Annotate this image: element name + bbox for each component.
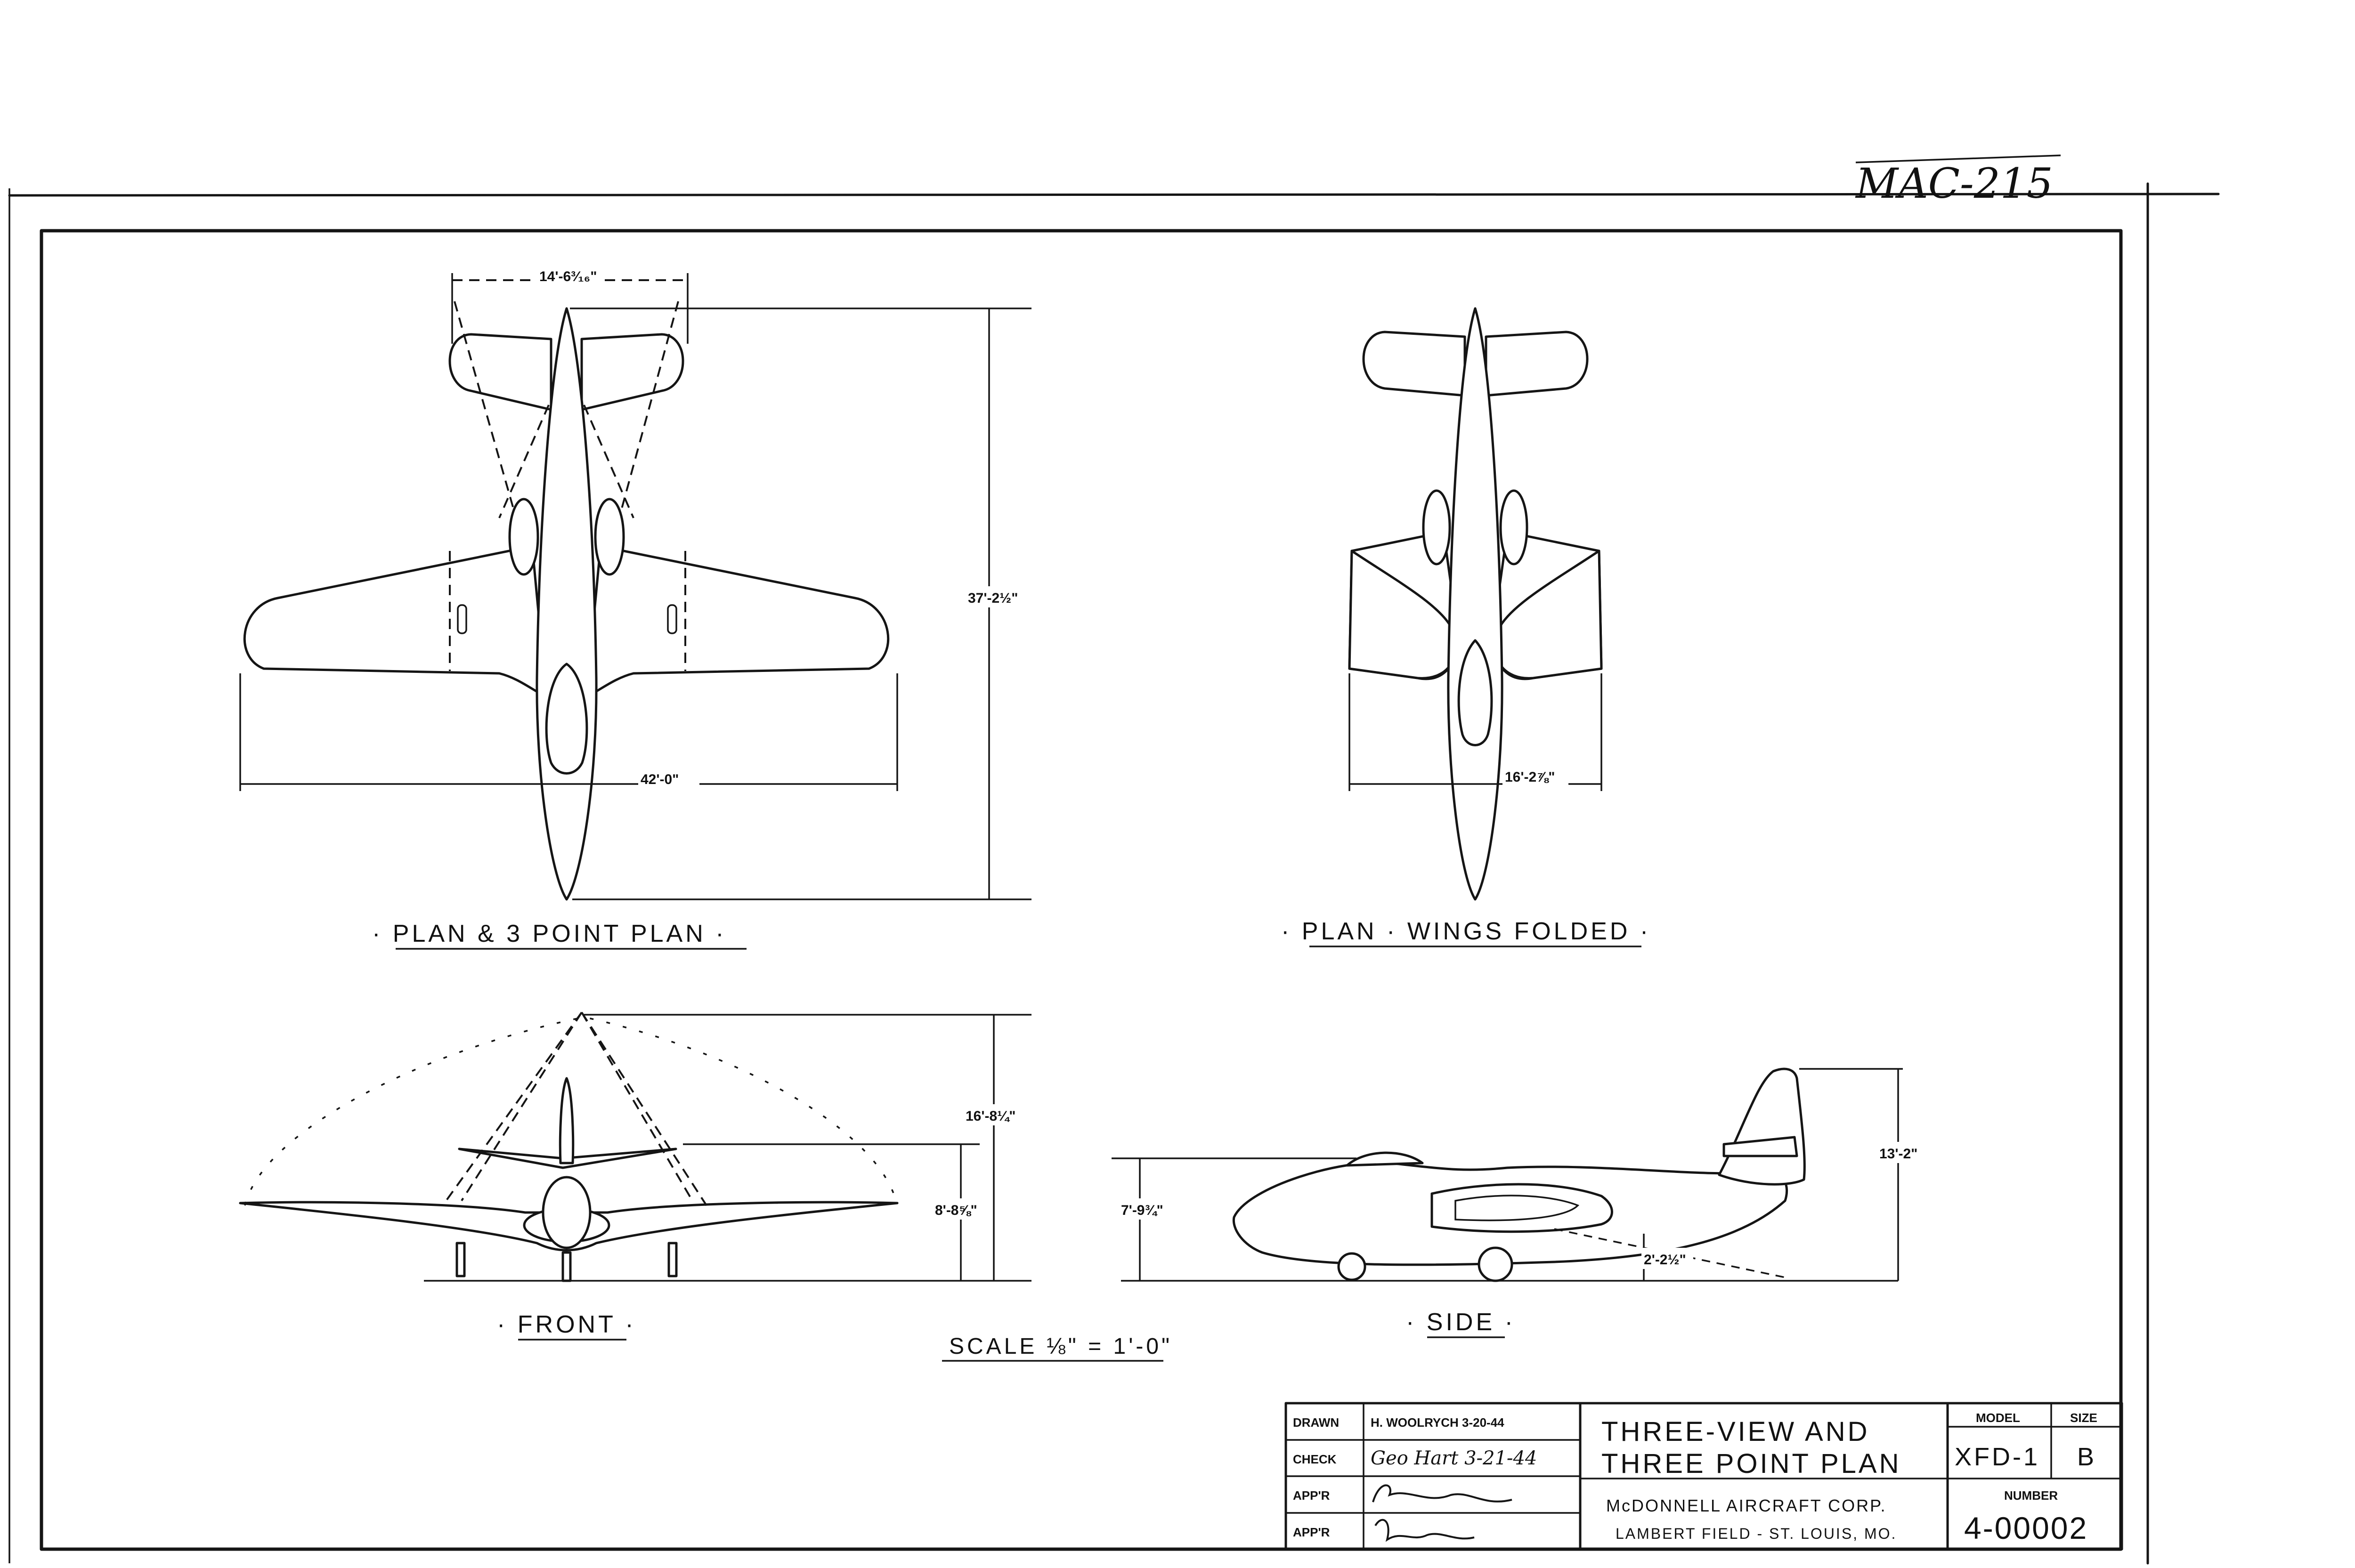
plan-view [239, 273, 1031, 901]
side-canopy [1346, 1151, 1424, 1167]
front-height-high-dim: 16'-8¼" [966, 1108, 1015, 1124]
appr2-signature [1374, 1519, 1475, 1542]
side-view-title: · SIDE · [1406, 1309, 1516, 1336]
plan-view-title: · PLAN & 3 POINT PLAN · [372, 920, 727, 947]
side-view [1112, 1067, 1903, 1282]
check-value: Geo Hart 3-21-44 [1371, 1447, 1537, 1469]
plan-canopy [545, 663, 588, 775]
title-block [1284, 1402, 2123, 1551]
side-height-dim: 13'-2" [1879, 1146, 1917, 1162]
plan-right-engine [594, 498, 625, 576]
front-height-dim: 8'-8⅝" [935, 1203, 977, 1218]
company-line2: LAMBERT FIELD - ST. LOUIS, MO. [1616, 1525, 1897, 1542]
appr1-signature [1372, 1484, 1512, 1503]
scale-label: SCALE ⅛" = 1'-0" [949, 1334, 1172, 1359]
folded-fuselage [1447, 307, 1503, 901]
header-mark: MAC-215 [1855, 159, 2053, 208]
size-label: SIZE [2070, 1411, 2097, 1425]
side-main-wheel [1478, 1246, 1513, 1282]
plan-left-wing [243, 545, 548, 698]
folded-right-engine [1499, 489, 1528, 566]
appr1-label: APP'R [1293, 1488, 1330, 1503]
header-mark-underline [1855, 154, 2061, 163]
plan-folded-view [1348, 307, 1603, 901]
front-view [239, 1011, 1031, 1282]
appr2-label: APP'R [1293, 1525, 1330, 1539]
side-engine-nacelle [1430, 1183, 1613, 1233]
front-fuselage [542, 1176, 592, 1249]
company-line1: McDONNELL AIRCRAFT CORP. [1606, 1496, 1886, 1515]
front-fin [559, 1077, 575, 1164]
size-value: B [2077, 1443, 2096, 1471]
folded-span-dim: 16'-2⅞" [1505, 769, 1555, 785]
title-line2: THREE POINT PLAN [1601, 1448, 1901, 1479]
number-label: NUMBER [2004, 1488, 2058, 1503]
plan-left-engine [508, 498, 539, 576]
side-fuselage-height-dim: 7'-9¾" [1121, 1203, 1163, 1218]
folded-tail [1362, 331, 1589, 397]
sheet-border [8, 182, 2220, 1565]
plan-tail-span-dim: 14'-6³⁄₁₆" [539, 269, 597, 284]
plan-span-dim: 42'-0" [641, 772, 679, 787]
model-value: XFD-1 [1955, 1443, 2040, 1471]
folded-left-engine [1422, 489, 1451, 566]
model-label: MODEL [1976, 1411, 2020, 1425]
folded-canopy [1457, 639, 1493, 746]
front-view-title: · FRONT · [497, 1311, 636, 1338]
number-value: 4-00002 [1964, 1511, 2088, 1545]
plan-right-wing [585, 545, 890, 698]
check-label: CHECK [1293, 1452, 1337, 1466]
plan-length-dim: 37'-2½" [968, 590, 1018, 606]
side-fin [1718, 1067, 1806, 1186]
title-line1: THREE-VIEW AND [1601, 1416, 1870, 1447]
drawn-label: DRAWN [1293, 1415, 1339, 1430]
side-stab [1722, 1136, 1798, 1157]
drawn-value: H. WOOLRYCH 3-20-44 [1371, 1415, 1504, 1430]
side-ground-dim: 2'-2½" [1644, 1252, 1686, 1268]
plan-folded-view-title: · PLAN · WINGS FOLDED · [1281, 918, 1651, 945]
side-nose-wheel [1337, 1252, 1366, 1281]
